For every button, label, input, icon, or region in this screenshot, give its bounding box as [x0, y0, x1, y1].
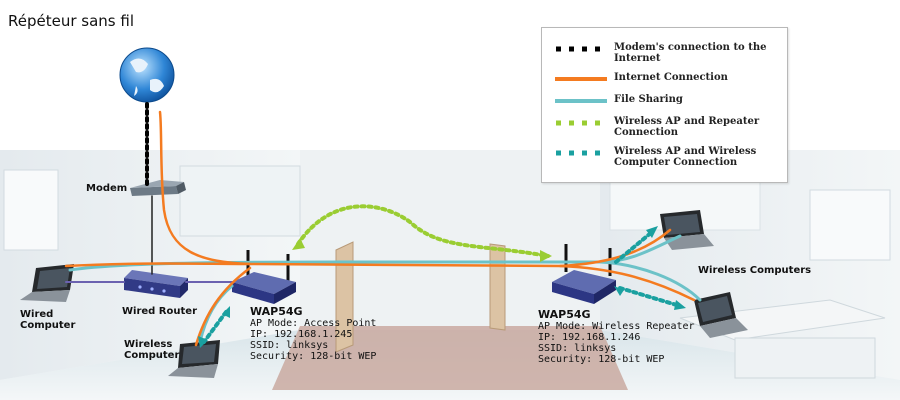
wireless-computer-label: Wireless Computer — [124, 339, 180, 361]
legend-label: Wireless AP and Wireless Computer Connec… — [614, 146, 757, 168]
repeater-ip: IP: 192.168.1.246 — [538, 332, 641, 343]
room-background — [0, 150, 900, 400]
wireless-computer-1-icon — [660, 210, 714, 250]
repeater-security: Security: 128-bit WEP — [538, 354, 665, 365]
access-point-mode: AP Mode: Access Point — [250, 318, 377, 329]
legend-item-modem-internet: Modem's connection to the Internet — [554, 42, 774, 64]
legend-label: Wireless AP and Repeater Connection — [614, 116, 760, 138]
orange-solid-swatch — [555, 77, 607, 81]
wired-computer-label: Wired Computer — [20, 309, 76, 331]
legend-item-ap-repeater: Wireless AP and Repeater Connection — [554, 116, 774, 138]
wireless-computer-2-icon — [694, 292, 748, 338]
repeater-name: WAP54G — [538, 308, 591, 321]
wireless-computer-icon — [168, 340, 220, 378]
access-point-ssid: SSID: linksys — [250, 340, 329, 351]
legend-item-file-sharing: File Sharing — [554, 94, 774, 108]
wireless-computers-label: Wireless Computers — [698, 265, 812, 276]
modem-icon — [130, 180, 186, 196]
legend-label: File Sharing — [614, 94, 683, 105]
access-point-config: WAP54G AP Mode: Access Point IP: 192.168… — [250, 305, 377, 363]
repeater-mode: AP Mode: Wireless Repeater — [538, 321, 695, 332]
legend-label: Internet Connection — [614, 72, 728, 83]
internet-globe-icon — [119, 47, 175, 103]
connections — [64, 102, 702, 348]
teal-solid-swatch — [555, 99, 607, 103]
dotted-green-swatch — [556, 120, 608, 126]
wired-router-label: Wired Router — [122, 306, 197, 317]
page-title: Répéteur sans fil — [8, 12, 134, 30]
repeater-ssid: SSID: linksys — [538, 343, 617, 354]
legend-item-internet: Internet Connection — [554, 72, 774, 86]
access-point-security: Security: 128-bit WEP — [250, 351, 377, 362]
wired-computer-icon — [20, 264, 74, 302]
access-point-ip: IP: 192.168.1.245 — [250, 329, 353, 340]
modem-label: Modem — [86, 183, 128, 194]
dotted-teal-swatch — [556, 150, 608, 156]
repeater-config: WAP54G AP Mode: Wireless Repeater IP: 19… — [538, 308, 695, 366]
legend-item-ap-computer: Wireless AP and Wireless Computer Connec… — [554, 146, 774, 168]
access-point-icon — [232, 250, 296, 304]
dotted-black-swatch — [556, 46, 608, 52]
legend: Modem's connection to the Internet Inter… — [541, 27, 788, 183]
access-point-name: WAP54G — [250, 305, 303, 318]
legend-label: Modem's connection to the Internet — [614, 42, 767, 64]
